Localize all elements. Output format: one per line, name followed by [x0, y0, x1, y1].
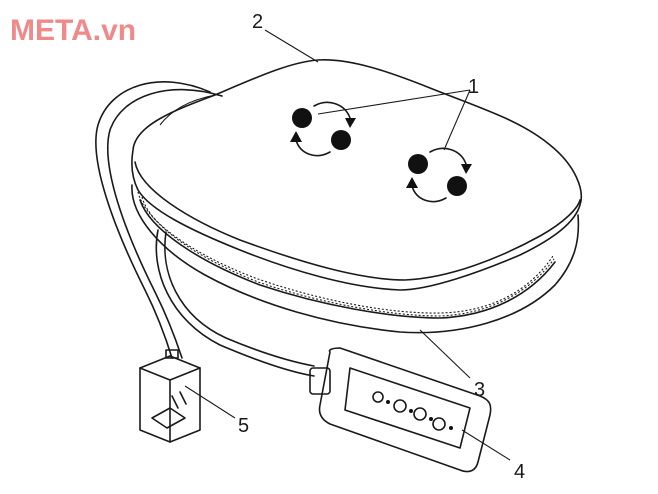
- heat-button[interactable]: [413, 407, 427, 421]
- plug-prongs-icon: [151, 407, 186, 429]
- massager-top-cushion: [131, 59, 582, 291]
- massage-node: [447, 176, 467, 196]
- rotation-arrow-icon: [313, 101, 351, 119]
- mode-button[interactable]: [393, 399, 407, 413]
- watermark-logo: META.vn: [10, 14, 136, 47]
- massage-node: [331, 130, 351, 150]
- indicator-light: [449, 426, 453, 430]
- controller-cable: [155, 229, 315, 377]
- speed-button[interactable]: [432, 417, 446, 431]
- callout-4: 4: [514, 461, 525, 483]
- power-button[interactable]: [372, 391, 384, 403]
- indicator-light: [386, 400, 390, 404]
- massage-node: [292, 108, 312, 128]
- massage-node: [408, 154, 428, 174]
- indicator-light: [409, 409, 413, 413]
- callout-2: 2: [252, 11, 263, 33]
- cushion-highlight: [159, 94, 216, 126]
- rotation-arrow-icon: [429, 147, 467, 165]
- hand-controller: [309, 347, 492, 473]
- power-adapter: [139, 349, 201, 443]
- leader-lines: [184, 29, 511, 461]
- rotation-arrow-icon: [411, 185, 447, 203]
- power-cord: [95, 81, 223, 359]
- massage-nodes-left: [290, 101, 356, 157]
- top-cushion-seam: [134, 161, 581, 281]
- controller-cable-strain-relief: [309, 367, 331, 395]
- callout-1: 1: [468, 76, 479, 98]
- controller-panel: [344, 367, 471, 449]
- indicator-light: [429, 417, 433, 421]
- callout-5: 5: [238, 415, 249, 437]
- rotation-arrow-icon: [295, 139, 331, 157]
- massage-nodes-right: [406, 147, 472, 203]
- massager-base: [131, 184, 580, 334]
- callout-3: 3: [474, 379, 485, 401]
